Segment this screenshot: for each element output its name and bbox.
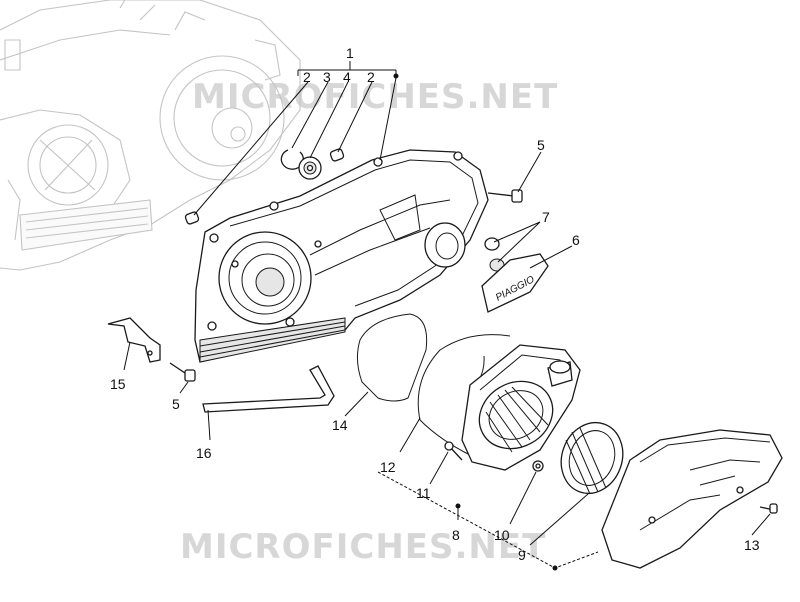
crankcase-cover-part-1 <box>194 149 489 363</box>
callout-3: 3 <box>323 69 331 85</box>
callout-16: 16 <box>196 445 212 461</box>
bracket-dot-top <box>393 73 399 79</box>
callout-10: 10 <box>494 527 510 543</box>
bracket-dot-bottom <box>552 565 558 571</box>
dowel-pin-part-2-upper <box>329 148 345 162</box>
watermark-top: MICROFICHES.NET <box>192 77 558 117</box>
screw-part-13 <box>759 503 778 514</box>
callout-1: 1 <box>346 45 354 61</box>
screw-part-11 <box>444 441 463 461</box>
callout-4: 4 <box>343 69 351 85</box>
callout-5-upper: 5 <box>537 137 545 153</box>
callout-8: 8 <box>452 527 460 543</box>
bolt-part-5-lower <box>169 362 196 382</box>
callout-13: 13 <box>744 537 760 553</box>
callout-labels: 1 2 3 4 2 5 7 6 15 5 16 14 12 11 8 10 9 … <box>110 45 760 563</box>
filter-part-9 <box>560 421 624 495</box>
bolt-part-5-upper <box>487 189 523 203</box>
leader-lines <box>123 61 771 571</box>
callout-14: 14 <box>332 417 348 433</box>
callout-6: 6 <box>572 232 580 248</box>
nut-part-10 <box>532 460 544 472</box>
callout-2-right: 2 <box>367 69 375 85</box>
callout-15: 15 <box>110 376 126 392</box>
gasket-part-14 <box>356 313 428 402</box>
grommet-part-7 <box>484 237 505 272</box>
dowel-pin-part-2-lower <box>184 211 200 225</box>
engine-ghost <box>0 0 301 271</box>
callout-2-left: 2 <box>303 69 311 85</box>
watermark-bottom: MICROFICHES.NET <box>180 527 546 567</box>
bracket-dot-8 <box>455 503 461 509</box>
callout-12: 12 <box>380 459 396 475</box>
bracket-part-15 <box>107 317 161 363</box>
bearing-part-4 <box>298 156 322 180</box>
callout-7: 7 <box>542 209 550 225</box>
callout-5-lower: 5 <box>172 396 180 412</box>
callout-11: 11 <box>416 485 431 501</box>
circlip-part-3 <box>280 149 304 170</box>
callout-9: 9 <box>518 547 526 563</box>
tube-part-16 <box>202 365 335 413</box>
inner-cover-part-8 <box>461 344 581 471</box>
outer-cover <box>601 429 783 569</box>
